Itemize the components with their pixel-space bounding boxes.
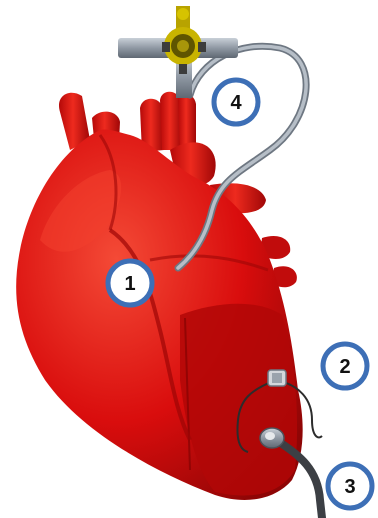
callout-label: 2 <box>339 356 350 378</box>
callout-label: 3 <box>344 476 355 498</box>
callout-label: 4 <box>230 92 242 114</box>
callout-1: 1 <box>108 261 152 305</box>
callout-label: 1 <box>124 273 135 295</box>
callout-2: 2 <box>323 344 367 388</box>
callout-4: 4 <box>214 80 258 124</box>
heart-illustration <box>16 129 303 500</box>
callout-3: 3 <box>328 464 372 508</box>
